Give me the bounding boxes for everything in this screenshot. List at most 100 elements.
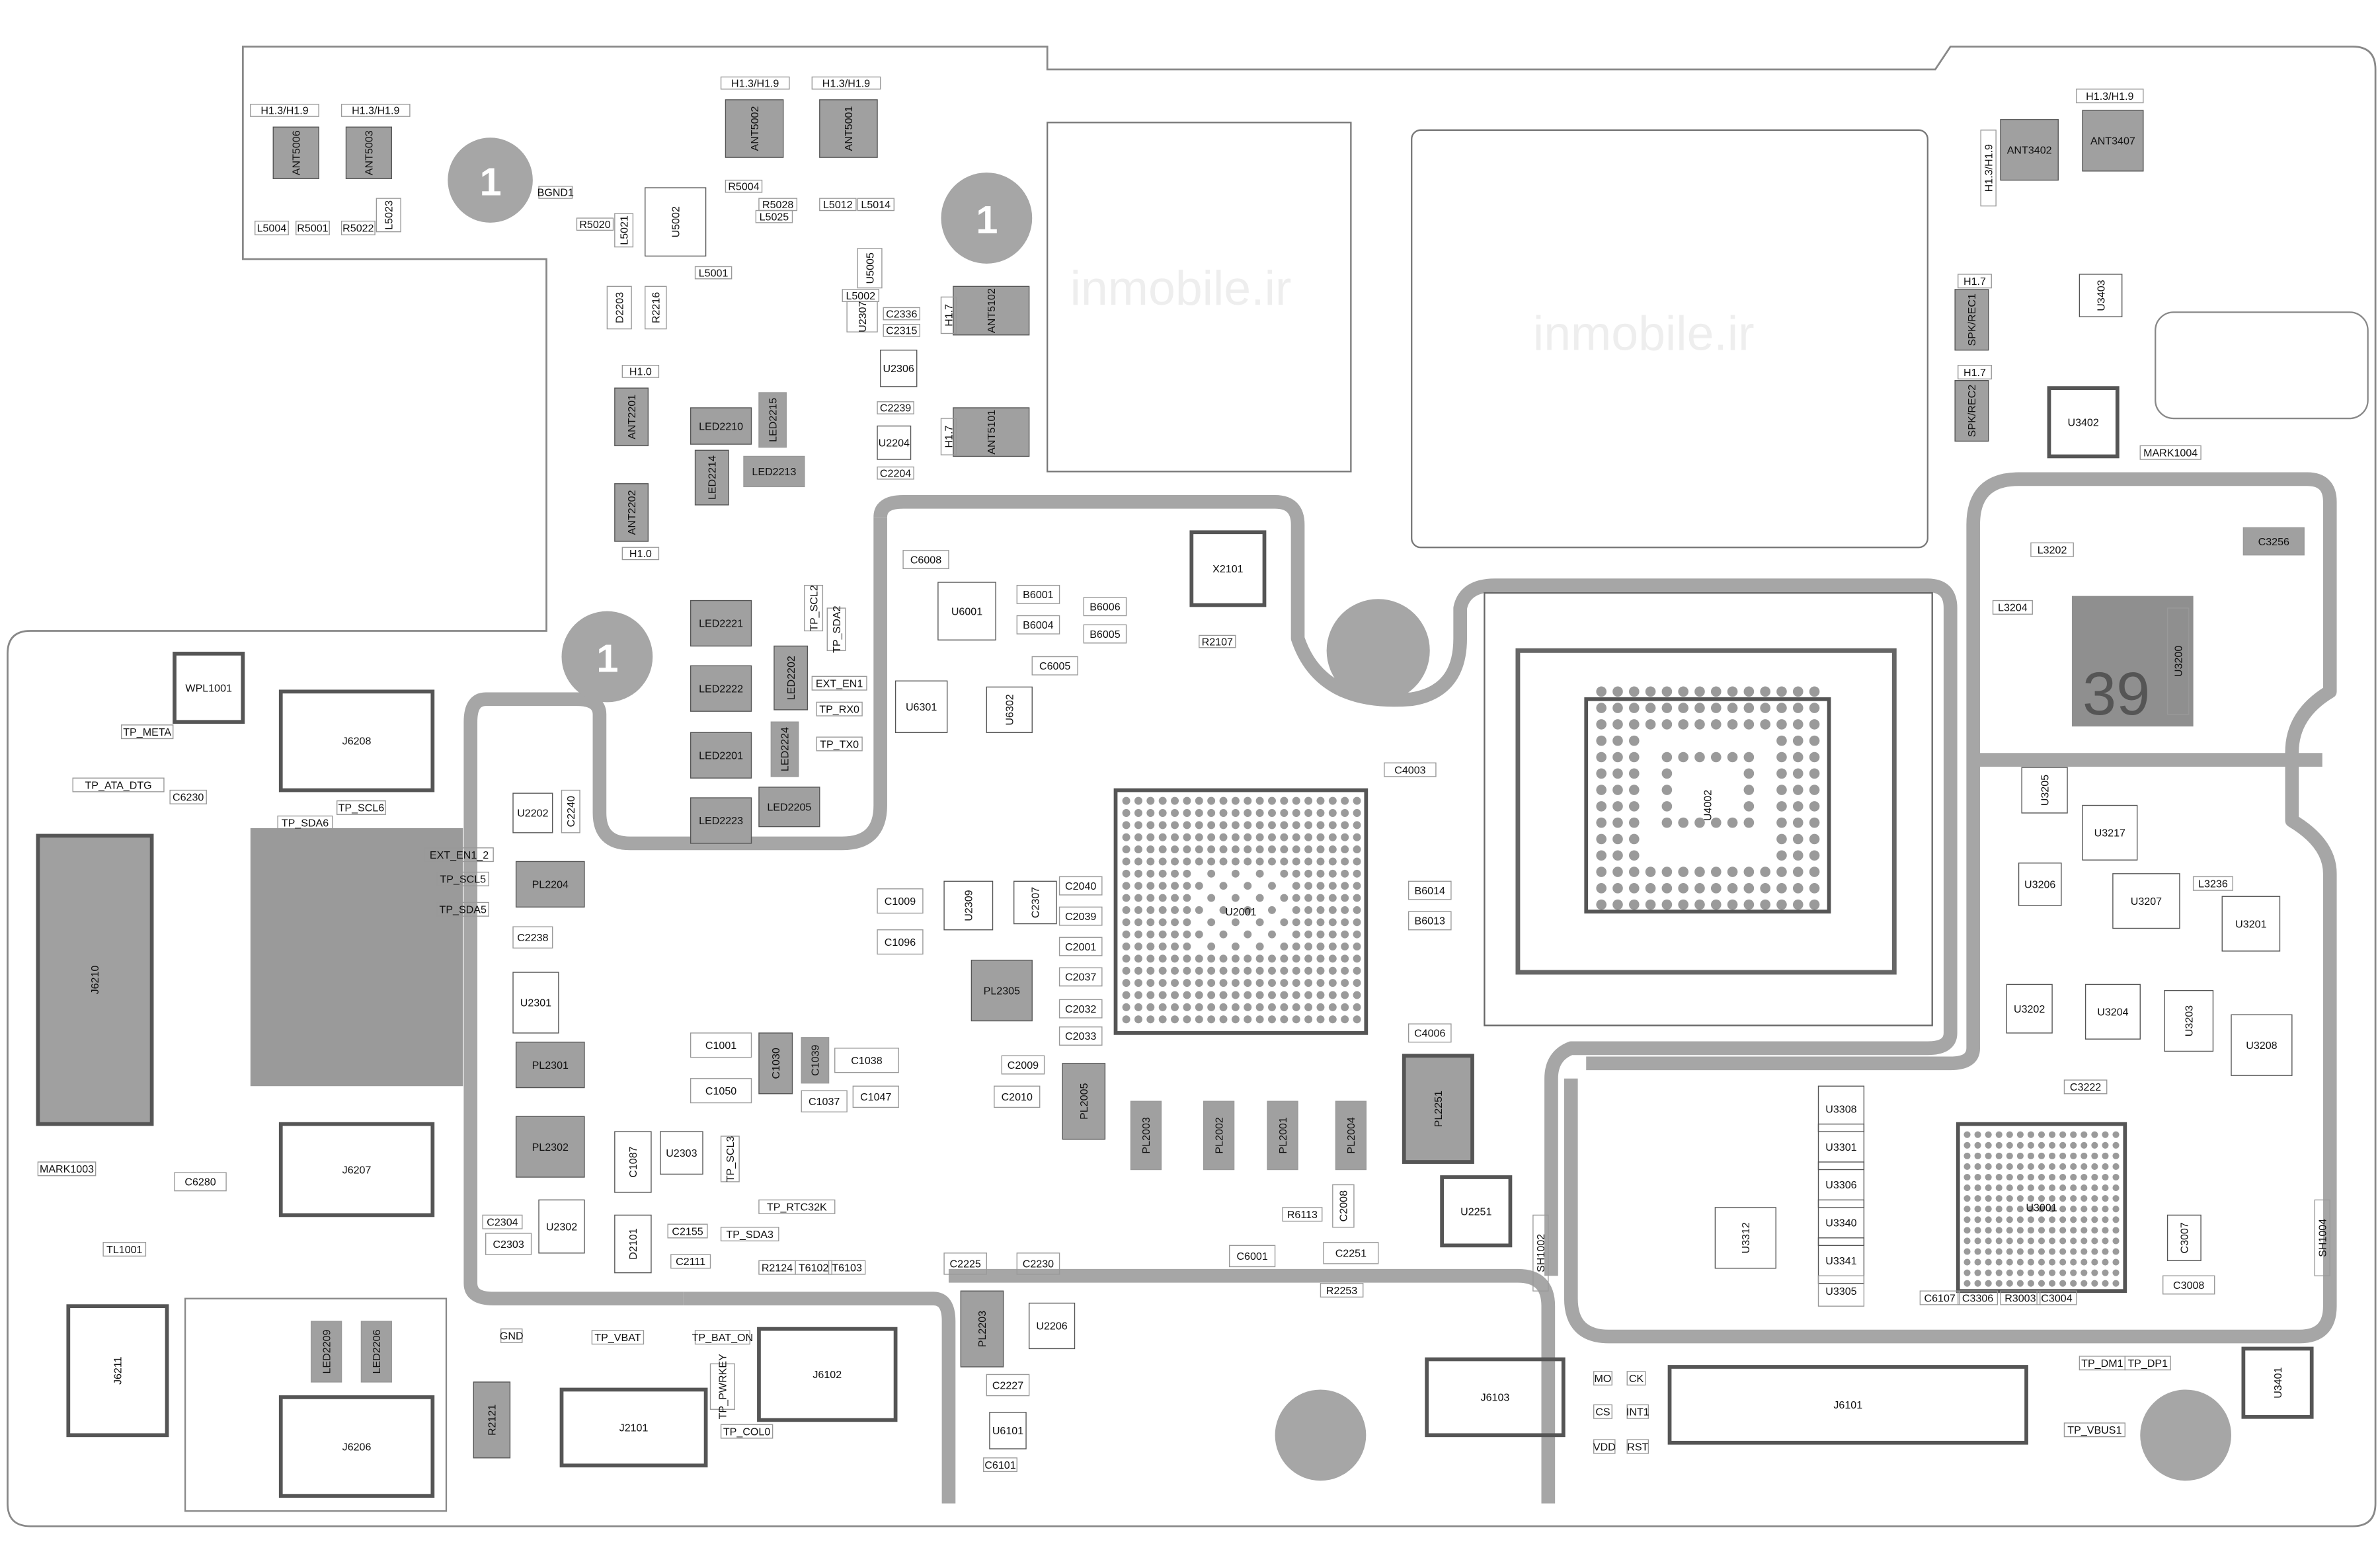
component-outline [819,198,857,212]
component-label: J2101 [619,1422,649,1434]
component-outline [1016,584,1060,604]
component-label: RST [1627,1441,1648,1453]
bga-ball [1628,785,1640,795]
component-label: U2301 [520,997,551,1009]
bga-ball [1158,821,1167,830]
bga-ball [1809,850,1820,861]
component-label: U6301 [906,701,937,713]
bga-ball [1316,991,1325,999]
component-label: LED2224 [779,727,791,771]
bga-ball [1316,821,1325,830]
component-outline [758,787,820,828]
component-label: ANT3402 [2007,144,2052,156]
bga-ball [2049,1237,2056,1245]
component-u2306: U2306 [879,350,918,387]
component-tp-scl6: TP_SCL6 [337,800,386,815]
component-c2225: C2225 [943,1253,988,1275]
bga-ball [1207,821,1216,830]
component-h1-3-h1-9: H1.3/H1.9 [2076,89,2144,104]
bga-ball [1244,906,1252,914]
component-label: C2037 [1065,972,1096,984]
bga-ball [2091,1163,2098,1170]
bga-ball [2102,1258,2109,1266]
bga-ball [1760,703,1770,713]
bga-ball [2027,1152,2034,1159]
bga-ball [1661,867,1673,877]
bga-ball [1964,1248,1971,1255]
component-outline [725,179,763,193]
bga-ball [1328,821,1337,830]
bga-ball [2102,1280,2109,1287]
component-ant3402: ANT3402 [2000,119,2059,181]
component-l5025: L5025 [755,210,793,223]
component-c2315: C2315 [883,324,921,337]
component-label: WPL1001 [185,682,232,694]
bga-ball [1292,796,1300,805]
component-outline [561,789,580,833]
bga-ball [2102,1195,2109,1202]
bga-ball [1995,1227,2003,1234]
component-outline [1001,1055,1045,1075]
bga-ball [1134,966,1142,975]
bga-ball [1743,703,1755,713]
component-label: U3201 [2235,918,2266,930]
component-tp-dm1: TP_DM1 [2079,1356,2125,1371]
bga-ball [2102,1163,2109,1170]
bga-ball [1678,752,1688,763]
bga-ball [1244,930,1252,939]
component-label: ANT5006 [290,130,302,175]
bga-ball [1207,845,1216,854]
component-ant5102: ANT5102 [953,286,1030,336]
component-pl2305: PL2305 [971,960,1033,1022]
bga-ball [1760,686,1770,697]
component-j6206: J6206 [278,1395,435,1498]
bga-ball [2016,1184,2024,1192]
bga-ball [1304,918,1313,927]
component-outline [883,324,921,337]
component-label: U3206 [2024,879,2055,891]
bga-ball [1678,817,1688,828]
component-outline [1267,1100,1298,1171]
bga-ball [2112,1163,2120,1170]
bga-ball [1244,1003,1252,1011]
bga-ball [1645,719,1656,730]
component-outline [1626,1404,1649,1419]
component-outline [614,1214,652,1274]
bga-ball [1158,894,1167,902]
bga-ball [1207,943,1216,951]
bga-ball [1171,966,1179,975]
component-outline [857,248,883,289]
component-u2307: U2307 [846,301,878,332]
bga-ball [1792,768,1804,779]
bga-ball [1353,918,1361,927]
bga-ball [2102,1152,2109,1159]
bga-ball [1122,821,1130,830]
component-outline [1229,1245,1276,1268]
component-label: C2040 [1065,880,1096,892]
component-led2213: LED2213 [743,455,805,488]
bga-ball [1776,899,1787,910]
component-c2040: C2040 [1058,876,1103,896]
bga-ball [2038,1141,2045,1149]
bga-ball [1809,752,1820,763]
component-label: H1.0 [629,548,652,560]
component-outline [690,599,752,647]
bga-ball [1964,1141,1971,1149]
component-t6102: T6102 [795,1260,832,1275]
bga-ball [2070,1280,2077,1287]
bga-ball [1292,845,1300,854]
component-outline [2192,876,2233,891]
bga-ball [1974,1206,1981,1213]
bga-ball [1292,1003,1300,1011]
bga-ball [2070,1184,2077,1192]
component-c6280: C6280 [174,1172,227,1192]
bga-ball [2016,1173,2024,1181]
bga-ball [1207,869,1216,878]
bga-ball [2049,1152,2056,1159]
component-outline [278,689,435,792]
component-label: J6206 [342,1441,372,1453]
component-outline [2018,863,2062,906]
component-r3003: R3003 [2000,1290,2041,1305]
bga-ball [1985,1184,1992,1192]
component-label: L5014 [861,199,891,211]
